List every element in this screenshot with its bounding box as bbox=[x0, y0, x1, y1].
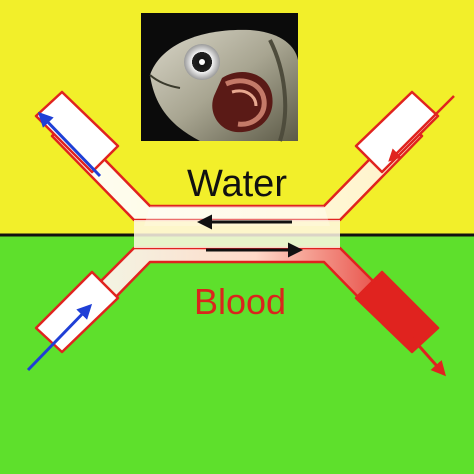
fish-head-photo bbox=[141, 13, 298, 142]
water-in-arrow-right bbox=[388, 95, 455, 162]
right-bottom-tube bbox=[354, 270, 440, 354]
left-top-tube bbox=[34, 90, 120, 174]
water-label: Water bbox=[187, 163, 287, 205]
blood-in-arrow-left bbox=[26, 303, 93, 372]
blood-region bbox=[0, 235, 474, 474]
water-out-arrow-left bbox=[37, 111, 102, 178]
exchange-zone bbox=[134, 220, 340, 248]
blood-out-arrow-right bbox=[410, 337, 446, 377]
blood-label: Blood bbox=[194, 281, 286, 322]
